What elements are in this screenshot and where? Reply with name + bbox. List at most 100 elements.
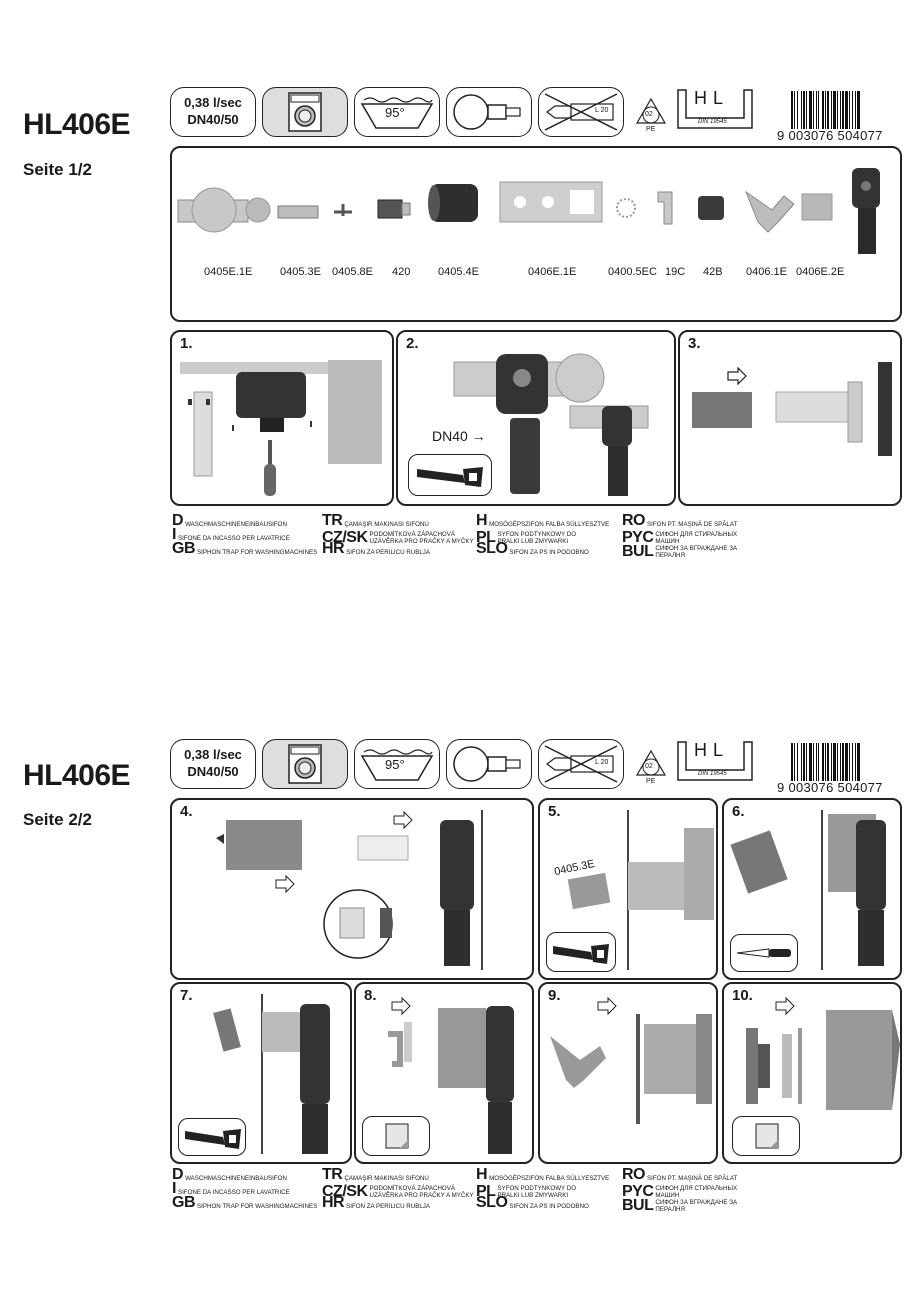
tube-label: L 20 [595,759,609,766]
sealing-pad-icon [385,1123,409,1149]
recycle-number: 02 [645,763,653,770]
legend-code: CZ/SK [322,529,368,546]
part-code: 0406E.1E [528,266,577,278]
brand-logo: HL [694,88,730,108]
pipe-badge [446,739,532,789]
flow-rate-badge: 0,38 l/sec DN40/50 [170,739,256,789]
barcode-number: 9 003076 504077 [777,780,883,795]
legend-code: RO [622,1166,646,1183]
step-2-illustration [453,353,649,496]
step-8-illustration [388,996,514,1154]
part-code: 0406.1E [746,266,787,278]
step-number: 2. [406,335,419,352]
legend-code: BUL [622,1197,654,1214]
step-number: 7. [180,987,193,1004]
temperature-label: 95° [385,757,405,772]
step-panel-3: 3. [678,330,902,506]
legend-text: ÇAMAŞIR MAKINASI SIFONU [344,1175,429,1182]
step-number: 8. [364,987,377,1004]
legend-text: SIFON ZA PS IN PODOBNO [509,549,589,556]
step-panel-4: 4. [170,798,534,980]
basin-temperature-icon [360,749,434,781]
part-code: 0405.3E [280,266,321,278]
pipe-badge [446,87,532,137]
recycle-pe-icon [635,749,667,776]
legend-text: SIPHON TRAP FOR WASHINGMACHINES [197,549,318,556]
parts-panel: 0405E.1E 0405.3E 0405.8E 420 0405.4E 040… [170,146,902,322]
legend-code: GB [172,1194,196,1211]
hl-din-logo-icon: HL DIN 19545 [676,88,754,132]
step-annotation: DN40 → [432,428,486,444]
step-1-illustration [180,360,382,496]
sealing-pad-box [362,1116,430,1156]
saw-icon [417,467,483,487]
step-number: 10. [732,987,753,1004]
step-5-illustration [567,810,714,970]
no-grease-tube-icon [544,93,618,131]
arrow-right-icon [597,996,617,1016]
sealing-pad-icon [755,1123,779,1149]
part-code: 42B [703,266,723,278]
arrow-right-icon [393,810,413,830]
step-6-illustration [730,810,886,970]
product-title: HL406E [23,108,131,141]
legend-code: I [172,526,176,543]
recycle-number: 02 [645,111,653,118]
legend-code: H [476,1166,488,1183]
step-panel-7: 7. [170,982,352,1164]
legend-code: SLO [476,1194,508,1211]
part-code: 420 [392,266,411,278]
legend-code: D [172,1166,184,1183]
legend-code: H [476,512,488,529]
legend-text: WASCHMASCHINENEINBAUSIFON [185,1175,287,1182]
arrow-right-icon [727,366,747,386]
step-number: 4. [180,803,193,820]
washing-machine-badge [262,87,348,137]
step-panel-1: 1. [170,330,394,506]
step-number: 6. [732,803,745,820]
legend-text: SIFON PT. MAŞINĂ DE SPĂLAT [647,1175,738,1182]
temperature-badge: 95° [354,87,440,137]
saw-tool-box [546,932,616,972]
step-panel-10: 10. [722,982,902,1164]
legend-code: PYC [622,1183,654,1200]
no-lubricant-badge: L 20 [538,87,624,137]
legend-code: HR [322,540,345,557]
hl-din-logo-icon: HL DIN 19545 [676,740,754,784]
pipe-connection-icon [453,746,521,782]
parts-illustration [177,168,880,254]
legend-code: TR [322,512,343,529]
flow-rate-label: 0,38 l/sec [184,95,242,110]
part-code: 0406E.2E [796,266,845,278]
saw-tool-box [178,1118,246,1156]
saw-tool-box [408,454,492,496]
step-number: 5. [548,803,561,820]
washing-machine-icon [288,92,322,132]
sealing-pad-box [732,1116,800,1156]
step-panel-5: 5. 0405.3E [538,798,718,980]
legend-code: I [172,1180,176,1197]
step-4-illustration [216,810,483,970]
din-label: DIN 19545 [698,771,727,777]
arrow-right-icon [775,996,795,1016]
